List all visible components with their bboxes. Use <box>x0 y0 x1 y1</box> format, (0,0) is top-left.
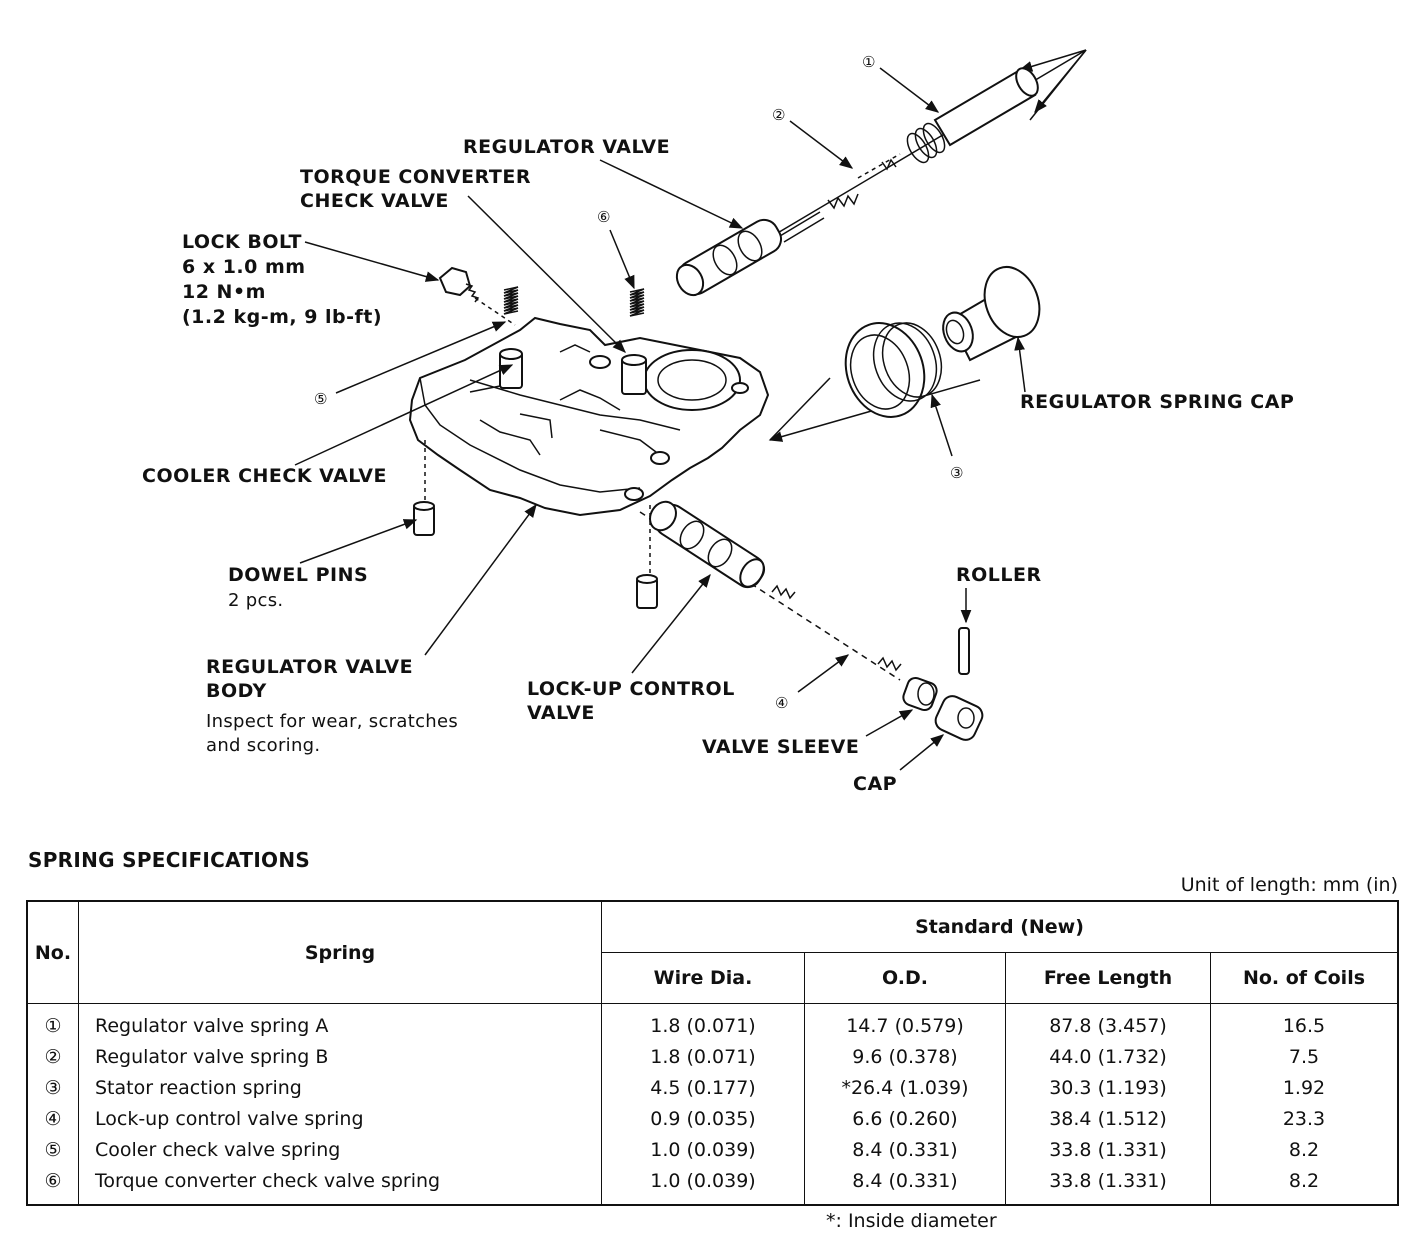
spring-name: Torque converter check valve spring <box>78 1165 602 1205</box>
label-valve-sleeve: VALVE SLEEVE <box>702 736 859 758</box>
od-value: 14.7 (0.579) <box>804 1003 1006 1041</box>
roller-drawing <box>958 627 970 675</box>
coils-value: 16.5 <box>1210 1003 1399 1041</box>
label-lock-bolt-4: (1.2 kg-m, 9 lb-ft) <box>182 306 382 328</box>
label-lock-up-control-2: VALVE <box>527 702 595 724</box>
label-regulator-valve-body-1: REGULATOR VALVE <box>206 656 413 678</box>
header-standard: Standard (New) <box>601 900 1399 953</box>
label-regulator-valve-body-4: and scoring. <box>206 735 320 756</box>
table-row: ③ Stator reaction spring 4.5 (0.177) *26… <box>26 1072 1399 1103</box>
wire-dia-value: 1.0 (0.039) <box>601 1134 805 1165</box>
free-length-value: 38.4 (1.512) <box>1005 1103 1211 1134</box>
free-length-value: 33.8 (1.331) <box>1005 1165 1211 1205</box>
header-free-length: Free Length <box>1005 952 1211 1004</box>
spring-name: Lock-up control valve spring <box>78 1103 602 1134</box>
row-number: ① <box>26 1003 79 1041</box>
table-row: ② Regulator valve spring B 1.8 (0.071) 9… <box>26 1041 1399 1072</box>
coils-value: 7.5 <box>1210 1041 1399 1072</box>
wire-dia-value: 1.0 (0.039) <box>601 1165 805 1205</box>
callout-3: ③ <box>950 464 963 482</box>
label-regulator-spring-cap: REGULATOR SPRING CAP <box>1020 391 1294 413</box>
regulator-spring-cap-drawing <box>942 266 1041 362</box>
callout-4: ④ <box>775 694 788 712</box>
label-regulator-valve-body-3: Inspect for wear, scratches <box>206 711 458 732</box>
header-od: O.D. <box>804 952 1006 1004</box>
od-value: 8.4 (0.331) <box>804 1165 1006 1205</box>
spring-name: Cooler check valve spring <box>78 1134 602 1165</box>
od-value: 6.6 (0.260) <box>804 1103 1006 1134</box>
coils-value: 8.2 <box>1210 1134 1399 1165</box>
table-row: ④ Lock-up control valve spring 0.9 (0.03… <box>26 1103 1399 1134</box>
row-number: ⑥ <box>26 1165 79 1205</box>
exploded-view-diagram: ① ② ⑥ ⑤ ③ ④ REGULATOR VALVE TORQUE CONVE… <box>142 49 1294 795</box>
label-dowel-pins-1: DOWEL PINS <box>228 564 368 586</box>
table-row: ① Regulator valve spring A 1.8 (0.071) 1… <box>26 1003 1399 1041</box>
label-regulator-valve: REGULATOR VALVE <box>463 136 670 158</box>
label-lock-up-control-1: LOCK-UP CONTROL <box>527 678 735 700</box>
spring-specifications-title: SPRING SPECIFICATIONS <box>28 848 311 872</box>
regulator-valve-drawing <box>675 153 901 297</box>
row-number: ⑤ <box>26 1134 79 1165</box>
unit-note: Unit of length: mm (in) <box>1180 874 1398 896</box>
wire-dia-value: 4.5 (0.177) <box>601 1072 805 1103</box>
wire-dia-value: 1.8 (0.071) <box>601 1041 805 1072</box>
label-cooler-check-valve: COOLER CHECK VALVE <box>142 465 387 487</box>
regulator-valve-spring-a-drawing <box>906 67 1039 164</box>
footnote: *: Inside diameter <box>826 1210 997 1232</box>
coils-value: 1.92 <box>1210 1072 1399 1103</box>
label-lock-bolt-1: LOCK BOLT <box>182 231 302 253</box>
lock-bolt-drawing <box>438 266 516 326</box>
header-no: No. <box>26 900 79 1004</box>
free-length-value: 33.8 (1.331) <box>1005 1134 1211 1165</box>
coils-value: 8.2 <box>1210 1165 1399 1205</box>
valve-sleeve-drawing <box>902 676 938 712</box>
od-value: 8.4 (0.331) <box>804 1134 1006 1165</box>
spring-name: Stator reaction spring <box>78 1072 602 1103</box>
od-value: *26.4 (1.039) <box>804 1072 1006 1103</box>
free-length-value: 44.0 (1.732) <box>1005 1041 1211 1072</box>
label-regulator-valve-body-2: BODY <box>206 680 267 702</box>
wire-dia-value: 1.8 (0.071) <box>601 1003 805 1041</box>
coils-value: 23.3 <box>1210 1103 1399 1134</box>
spring-name: Regulator valve spring B <box>78 1041 602 1072</box>
label-cap: CAP <box>853 773 897 795</box>
regulator-valve-body-drawing <box>408 316 770 517</box>
header-wire-dia: Wire Dia. <box>601 952 805 1004</box>
label-torque-converter-1: TORQUE CONVERTER <box>300 166 531 188</box>
leader-lines <box>294 67 1026 771</box>
label-lock-bolt-2: 6 x 1.0 mm <box>182 256 306 278</box>
torque-converter-check-valve-spring-drawing <box>621 288 647 395</box>
row-number: ④ <box>26 1103 79 1134</box>
free-length-value: 30.3 (1.193) <box>1005 1072 1211 1103</box>
od-value: 9.6 (0.378) <box>804 1041 1006 1072</box>
callout-5: ⑤ <box>314 390 327 408</box>
label-dowel-pins-2: 2 pcs. <box>228 590 283 611</box>
table-row: ⑤ Cooler check valve spring 1.0 (0.039) … <box>26 1134 1399 1165</box>
label-lock-bolt-3: 12 N•m <box>182 281 266 303</box>
free-length-value: 87.8 (3.457) <box>1005 1003 1211 1041</box>
stator-reaction-spring-drawing <box>844 322 943 418</box>
wire-dia-value: 0.9 (0.035) <box>601 1103 805 1134</box>
table-row: ⑥ Torque converter check valve spring 1.… <box>26 1165 1399 1205</box>
label-torque-converter-2: CHECK VALVE <box>300 190 449 212</box>
header-no-of-coils: No. of Coils <box>1210 952 1399 1004</box>
header-spring: Spring <box>78 900 602 1004</box>
callout-2: ② <box>772 106 785 124</box>
label-roller: ROLLER <box>956 564 1042 586</box>
callout-6: ⑥ <box>597 208 610 226</box>
row-number: ② <box>26 1041 79 1072</box>
row-number: ③ <box>26 1072 79 1103</box>
lock-up-control-valve-drawing <box>649 500 902 672</box>
callout-1: ① <box>862 53 875 71</box>
spring-name: Regulator valve spring A <box>78 1003 602 1041</box>
cap-drawing <box>934 695 984 741</box>
spring-specifications-table: No. Spring Standard (New) Wire Dia. O.D.… <box>26 900 1399 1206</box>
